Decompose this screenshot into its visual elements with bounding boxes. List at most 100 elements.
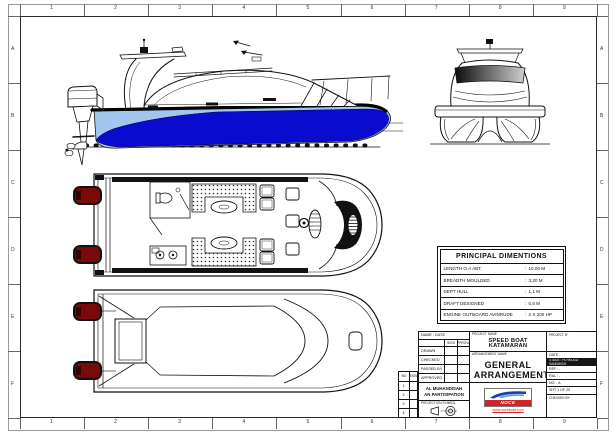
superstructure: [119, 38, 391, 111]
grid-tick: [212, 418, 214, 429]
logo-brand-band: NOCE: [485, 399, 531, 406]
grid-row-label: E: [11, 313, 15, 320]
windscreen-plan: [334, 200, 362, 250]
projection-symbol-icon: [430, 406, 457, 416]
principal-dimensions-table: PRINCIPAL DIMENTIONS LENGTH O.A ABT. : 1…: [437, 246, 566, 324]
grid-row-label: A: [600, 45, 604, 52]
grid-column-label: 3: [178, 5, 182, 11]
grid-row-label: B: [600, 112, 604, 119]
grid-tick: [468, 4, 470, 16]
outboard-motor-port-icon: [73, 302, 102, 321]
grid-tick: [340, 4, 342, 16]
grid-tick: [8, 16, 20, 17]
logo-box: NOCE: [484, 387, 532, 407]
table-row: LENGTH O.A ABT. : 10,00 M: [440, 264, 563, 275]
logo-url: www.noceboat.com: [492, 407, 524, 412]
grid-column-label: 2: [114, 5, 117, 11]
grid-row-label: F: [11, 380, 15, 387]
grid-tick: [597, 217, 608, 218]
grid-row-label: D: [11, 246, 15, 253]
project-name: SPEED BOAT KATAMARAN: [488, 338, 528, 349]
drawing-title: GENERAL ARRANGEMENT: [473, 360, 547, 380]
grid-column-label: 5: [306, 419, 310, 425]
foredeck-hatch: [348, 331, 363, 351]
grid-tick: [8, 150, 20, 151]
grid-row-label: E: [600, 313, 604, 320]
grid-column-label: 6: [370, 5, 374, 11]
grid-column-label: 8: [498, 5, 502, 11]
grid-tick: [597, 150, 608, 151]
seats: [259, 184, 300, 265]
settee-top: [191, 183, 257, 213]
grid-row-label: A: [11, 45, 15, 52]
grid-tick: [468, 418, 470, 429]
company-name: AL MUHANDISAH AN PARTISIPATION: [418, 382, 470, 401]
grid-tick: [597, 418, 598, 429]
grid-tick: [84, 4, 86, 16]
grid-tick: [597, 4, 598, 16]
grid-tick: [20, 4, 21, 16]
projection-symbol-cell: PROJECTION SYMBOL: [418, 400, 470, 418]
grid-tick: [597, 351, 608, 352]
grid-tick: [20, 418, 21, 429]
grid-column-label: 5: [306, 5, 310, 11]
outboard-motor-stbd-icon: [73, 361, 102, 380]
hull-plan-outline: [93, 289, 383, 393]
dimensions-table-title: PRINCIPAL DIMENTIONS: [440, 250, 563, 264]
grid-tick: [532, 4, 534, 16]
toilet-room: [149, 181, 191, 219]
grid-column-label: 2: [114, 419, 117, 425]
antenna-icons: [233, 40, 263, 62]
grid-tick: [212, 4, 214, 16]
company-logo: NOCE www.noceboat.com: [470, 387, 546, 412]
project-name-cell: PROJECT NAME SPEED BOAT KATAMARAN: [469, 331, 547, 352]
outboard-motor-icon: [64, 85, 104, 166]
outboard-motor-port-icon: [73, 186, 102, 205]
grid-tick: [404, 4, 406, 16]
radar-arch-plan: [114, 318, 147, 364]
table-row: DEPT HULL : 1,1 M: [440, 287, 563, 298]
grid-tick: [404, 418, 406, 429]
table-top: [210, 200, 238, 214]
grid-row-label: D: [600, 246, 604, 253]
grid-tick: [276, 4, 278, 16]
grid-tick: [276, 418, 278, 429]
outboard-motor-stbd-icon: [73, 245, 102, 264]
grid-tick: [148, 4, 150, 16]
grid-column-label: 9: [562, 419, 566, 425]
helm-console: [308, 209, 322, 239]
grid-tick: [148, 418, 150, 429]
table-row: ENGINE OUTBOARD AVINRUDE : 2 X 200 HP: [443, 312, 553, 318]
grid-column-label: 1: [50, 5, 53, 11]
grid-row-label: C: [11, 179, 15, 186]
grid-tick: [597, 418, 608, 419]
logo-cell: NOCE www.noceboat.com: [469, 382, 547, 418]
hull-side-dark: [95, 108, 389, 148]
grid-tick: [8, 284, 20, 285]
table-row: DRAFT DESIGNED : 0,5 M: [440, 298, 563, 310]
checked-by-cell: CHECKED BY :: [546, 394, 597, 418]
side-profile-view: [64, 38, 404, 166]
steering-wheel-icon: [298, 217, 310, 229]
deck-plan-view: [73, 173, 383, 277]
grid-tick: [597, 284, 608, 285]
grid-tick: [84, 418, 86, 429]
grid-tick: [340, 418, 342, 429]
bow-view: [430, 39, 550, 145]
project-number-cell: PROJECT N°: [546, 331, 597, 352]
grid-column-label: 9: [562, 5, 566, 11]
arrangement-name-cell: ARRANGEMENT NAME GENERAL ARRANGEMENT: [469, 351, 547, 383]
grid-column-label: 6: [370, 419, 374, 425]
sheet-frame: [20, 16, 597, 418]
roof-plan-view: [73, 289, 383, 393]
grid-tick: [532, 418, 534, 429]
galley: [149, 245, 187, 266]
title-block: NAME : DATE SIGN APPROVAL DRAWN CHECKED …: [398, 331, 597, 418]
grid-column-label: 4: [242, 5, 246, 11]
grid-tick: [8, 217, 20, 218]
grid-column-label: 8: [498, 419, 502, 425]
grid-row-label: F: [600, 380, 604, 387]
table-bottom: [210, 236, 238, 250]
grid-tick: [8, 83, 20, 84]
